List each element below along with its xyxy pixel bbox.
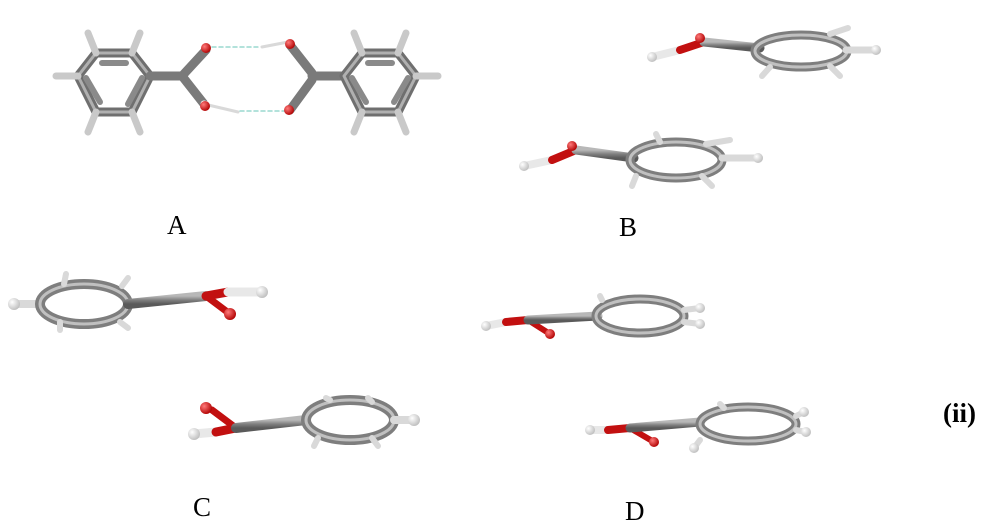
hydrogen-atom <box>753 153 763 163</box>
figure-part-label: (ii) <box>943 398 976 428</box>
oxygen-atom <box>200 402 212 414</box>
hydrogen-atom <box>799 407 809 417</box>
lower-molecule <box>585 401 811 453</box>
oxygen-atom <box>695 33 705 43</box>
panel-label-b: B <box>619 212 638 242</box>
benzene-ring <box>339 48 421 117</box>
lower-molecule <box>188 395 420 449</box>
oxygen-atom <box>545 329 555 339</box>
lower-molecule <box>519 131 763 189</box>
hydrogen-atom <box>695 319 705 329</box>
oxygen-atom <box>285 39 295 49</box>
panel-a-planar-dimer <box>52 29 442 136</box>
hydrogen-atom <box>801 427 811 437</box>
hydrogen-atom <box>585 425 595 435</box>
oxygen-atom <box>284 105 294 115</box>
hydrogen-atom <box>8 298 20 310</box>
hydrogen-atom <box>408 414 420 426</box>
panel-label-d: D <box>625 496 645 526</box>
oxygen-atom <box>649 437 659 447</box>
upper-molecule <box>481 293 705 339</box>
panel-d-stacked-dimer <box>481 293 811 453</box>
hydrogen-atom <box>647 52 657 62</box>
oxygen-atom <box>201 43 211 53</box>
hydrogen-bond-dashes <box>211 46 291 112</box>
panel-label-c: C <box>193 492 212 522</box>
oxygen-atom <box>567 141 577 151</box>
benzene-ring <box>73 48 155 117</box>
ring-hydrogen-bonds <box>52 29 144 136</box>
hydrogen-atom <box>689 443 699 453</box>
hydrogen-atom <box>519 161 529 171</box>
panel-c-stacked-dimer <box>8 271 420 449</box>
oxygen-atom <box>200 101 210 111</box>
hydrogen-atom <box>695 303 705 313</box>
panel-label-a: A <box>167 210 187 240</box>
hydrogen-atom <box>871 45 881 55</box>
hydrogen-atom <box>188 428 200 440</box>
upper-molecule <box>8 271 268 333</box>
hydrogen-atom <box>256 286 268 298</box>
ring-hydrogen-bonds <box>350 29 442 136</box>
oxygen-atom <box>224 308 236 320</box>
hydrogen-atom <box>481 321 491 331</box>
upper-molecule <box>647 25 881 79</box>
panel-b-stacked-dimer <box>519 25 881 189</box>
